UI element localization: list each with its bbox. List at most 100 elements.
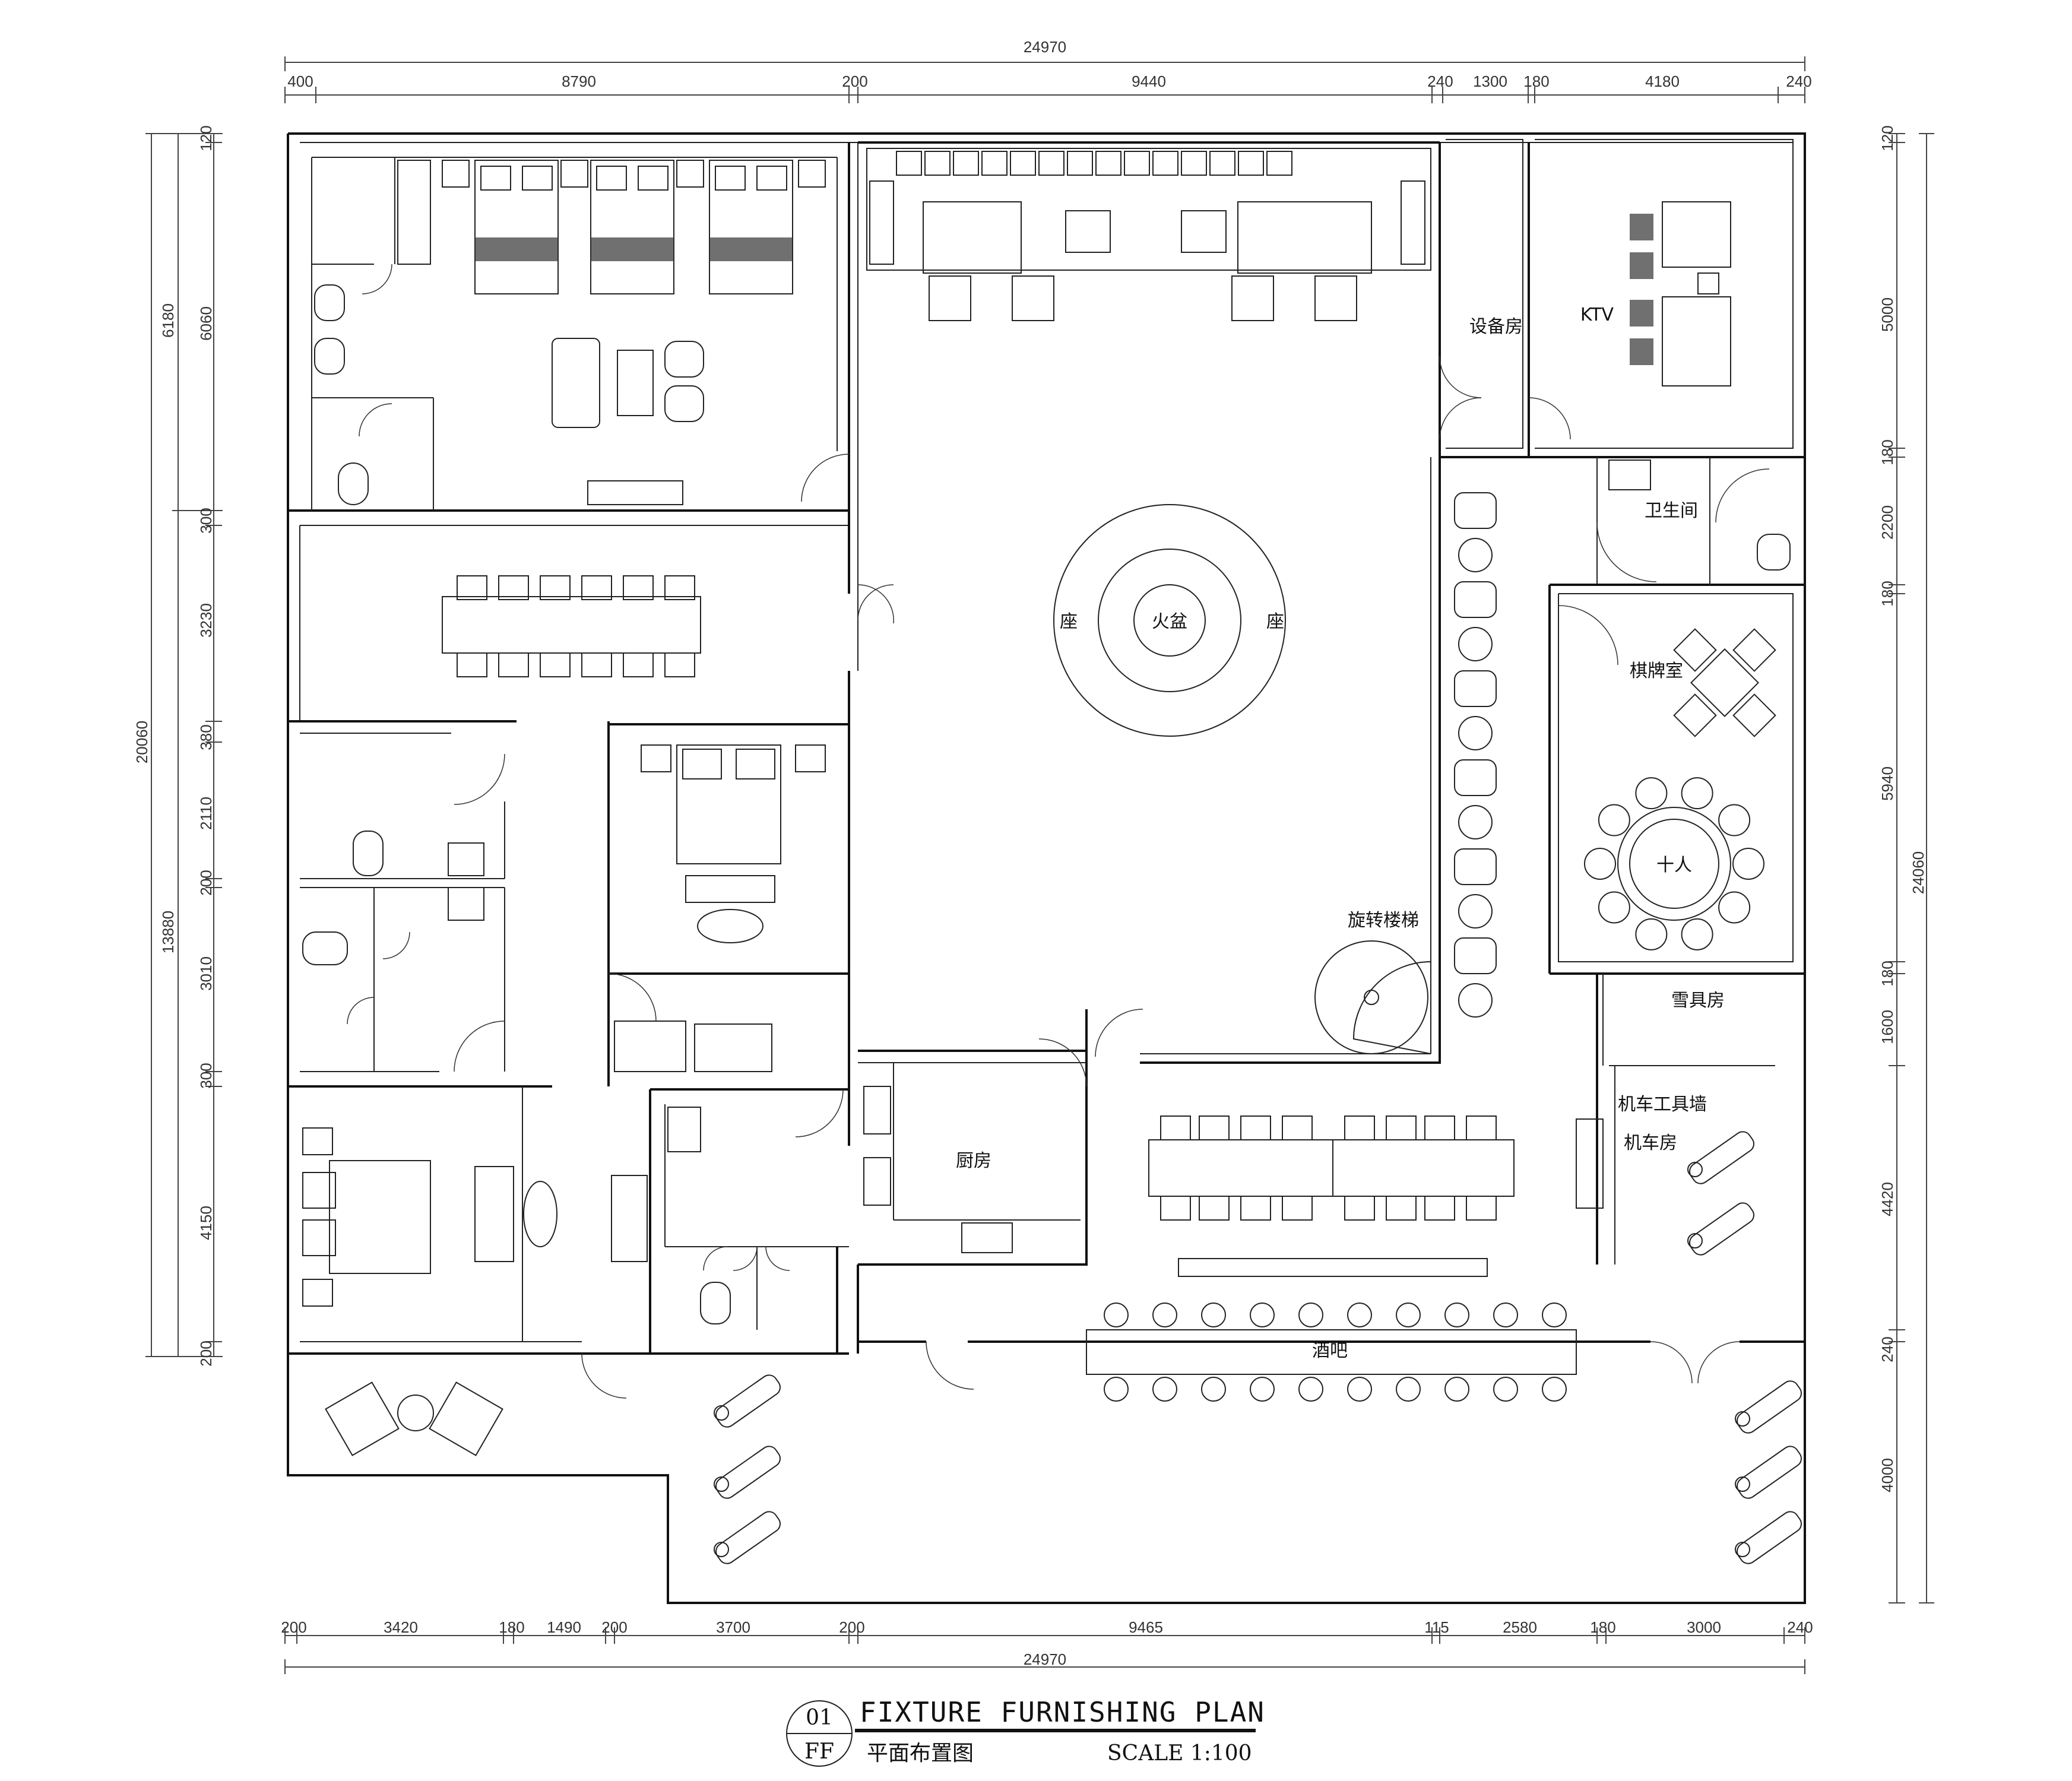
label-seat-right: 座: [1266, 611, 1284, 632]
ktv-fixtures: KTV: [1580, 201, 1731, 386]
dining-chair: [1160, 1196, 1191, 1221]
cushion: [1238, 151, 1264, 176]
label-ten-people: 十人: [1656, 855, 1692, 876]
motorcycle-icon: [715, 1446, 781, 1499]
dim-left-inner: 2110: [197, 797, 215, 830]
dim-bottom-seg: 200: [601, 1618, 627, 1636]
motorcycle-wheel: [1735, 1542, 1750, 1557]
dining-chair: [1386, 1115, 1417, 1140]
cushion: [981, 151, 1008, 176]
bed-lower-left: [302, 1127, 648, 1307]
dim-top-seg: 200: [842, 72, 867, 90]
label-firepit: 火盆: [1152, 611, 1187, 632]
round-chair: [1732, 848, 1764, 880]
round-chair: [1598, 891, 1630, 924]
dining-chair: [1240, 1196, 1271, 1221]
dining-chair: [1344, 1115, 1375, 1140]
cushion: [896, 151, 922, 176]
dim-top-seg: 8790: [562, 72, 596, 90]
bar-chair: [1454, 670, 1497, 707]
dim-bottom-seg: 3420: [384, 1618, 418, 1636]
dining-chair: [1466, 1196, 1497, 1221]
dim-left-inner: 300: [197, 508, 215, 533]
dim-top-seg: 400: [287, 72, 313, 90]
dining-chair: [1344, 1196, 1375, 1221]
label-equipment: 设备房: [1469, 316, 1523, 337]
spiral-stair: 旋转楼梯: [1314, 910, 1431, 1054]
cushion: [1010, 151, 1036, 176]
motorcycle-wheel: [1687, 1233, 1703, 1248]
bar-stool: [1250, 1303, 1275, 1327]
motorcycle-wheel: [714, 1542, 729, 1557]
dim-top-seg: 180: [1523, 72, 1549, 90]
bar-stool: [1493, 1303, 1518, 1327]
dining-chair: [1386, 1196, 1417, 1221]
dining-chair: [1240, 1115, 1271, 1140]
cushion: [869, 180, 894, 265]
motorcycle-icon: [1737, 1511, 1802, 1564]
dim-right-seg: 180: [1878, 961, 1896, 986]
dim-top-seg: 240: [1427, 72, 1453, 90]
bar-stool: [1250, 1377, 1275, 1402]
dim-right-total: 24060: [1909, 851, 1927, 894]
plan-scale: SCALE 1:100: [1107, 1741, 1252, 1766]
bar-stool: [1201, 1377, 1226, 1402]
dining-chair: [1160, 1115, 1191, 1140]
walls: [287, 132, 1806, 1604]
dining-chair: [623, 575, 654, 600]
round-chair: [1718, 804, 1751, 836]
dining-chair: [1424, 1115, 1455, 1140]
bar-stool: [1458, 627, 1493, 661]
dim-right-seg: 5000: [1878, 297, 1896, 332]
motorcycle-wheel: [714, 1476, 729, 1492]
dim-left-inner: 4150: [197, 1206, 215, 1240]
dining-chair: [623, 652, 654, 677]
dim-left-inner: 3230: [197, 603, 215, 638]
dim-bottom-total: 24970: [1024, 1650, 1066, 1668]
round-table: 十人: [1584, 777, 1764, 950]
cushion: [1095, 151, 1121, 176]
label-tool-wall: 机车工具墙: [1618, 1094, 1707, 1115]
dim-bottom-seg: 180: [499, 1618, 524, 1636]
dim-left-inner: 120: [197, 125, 215, 151]
bar-stool: [1542, 1303, 1567, 1327]
bar-stool: [1458, 538, 1493, 572]
bar-stool: [1396, 1377, 1421, 1402]
bar-stool: [1104, 1303, 1129, 1327]
dining-chair: [1199, 1115, 1230, 1140]
dim-bottom-seg: 115: [1424, 1618, 1449, 1636]
dim-top-total: 24970: [1024, 38, 1066, 56]
dimension-lines: 24970 400 8790 200 9440 240 1300 180 418…: [133, 38, 1934, 1674]
doors: [347, 264, 1770, 1399]
motorcycle-icon: [715, 1511, 781, 1564]
label-stairs: 旋转楼梯: [1348, 910, 1419, 931]
round-chair: [1635, 918, 1668, 950]
dim-bottom-seg: 9465: [1129, 1618, 1163, 1636]
bar-stool: [1458, 983, 1493, 1018]
dim-left-inner: 200: [197, 1340, 215, 1366]
dim-right-seg: 180: [1878, 581, 1896, 606]
dining-chair: [1199, 1196, 1230, 1221]
cushion: [1181, 151, 1207, 176]
bar-stool: [1201, 1303, 1226, 1327]
round-chair: [1584, 848, 1616, 880]
motorcycle-icon: [1737, 1446, 1802, 1499]
dim-bottom-seg: 180: [1590, 1618, 1615, 1636]
bar-stool: [1298, 1377, 1323, 1402]
dim-top-seg: 4180: [1645, 72, 1680, 90]
bar-stool: [1347, 1377, 1372, 1402]
bar-stool: [1152, 1377, 1177, 1402]
motorcycle-wheel: [1735, 1411, 1750, 1427]
dim-right-seg: 2200: [1878, 505, 1896, 540]
bar-stool: [1542, 1377, 1567, 1402]
dining-table-right: [1148, 1115, 1515, 1277]
dining-chair: [457, 652, 487, 677]
dim-left-outer: 6180: [159, 303, 177, 338]
bed-center: [614, 744, 826, 1072]
dim-bottom-seg: 3000: [1687, 1618, 1721, 1636]
chess-table: 棋牌室: [1630, 628, 1776, 737]
bar-column-chairs: [1454, 492, 1497, 1018]
dim-top-seg: 9440: [1132, 72, 1166, 90]
balcony-chairs: [325, 1381, 503, 1456]
dining-chair: [540, 652, 571, 677]
